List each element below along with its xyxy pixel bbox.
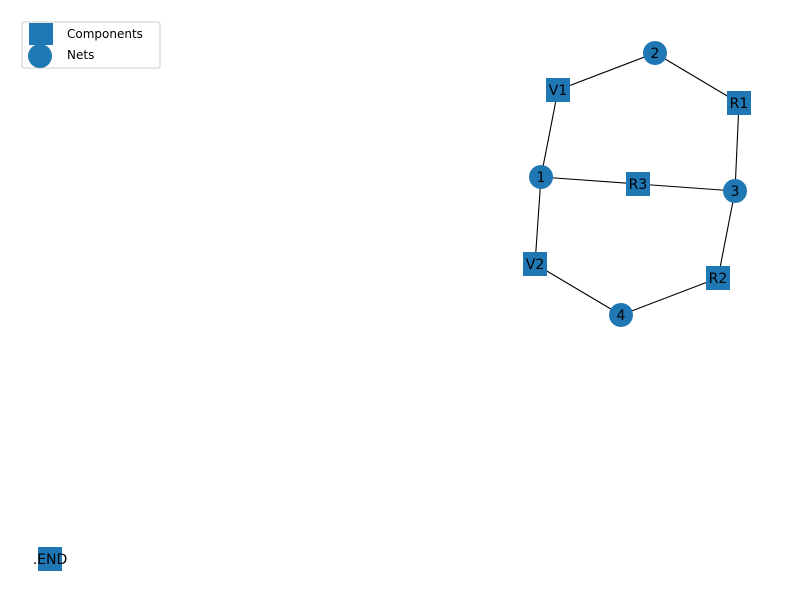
net-node-2 bbox=[643, 41, 667, 65]
net-node-3 bbox=[723, 179, 747, 203]
node-label-r1: R1 bbox=[730, 96, 749, 112]
node-label-1: 1 bbox=[537, 170, 546, 186]
node-label-r3: R3 bbox=[629, 177, 648, 193]
component-node-v2 bbox=[523, 252, 547, 276]
legend-square-marker bbox=[29, 23, 53, 45]
edge-2-R1 bbox=[654, 52, 740, 104]
legend-frame bbox=[21, 21, 161, 69]
node-label-v2: V2 bbox=[526, 257, 544, 273]
node-label-r2: R2 bbox=[709, 271, 728, 287]
node-label-end: .END bbox=[33, 552, 68, 568]
edge-1-R3 bbox=[540, 176, 639, 185]
node-label-v1: V1 bbox=[549, 83, 567, 99]
legend: Components Nets bbox=[21, 21, 161, 69]
edge-4-R2 bbox=[620, 277, 719, 316]
edge-R3-3 bbox=[637, 183, 736, 192]
net-node-1 bbox=[529, 165, 553, 189]
edges-layer bbox=[534, 52, 740, 316]
edge-3-R2 bbox=[717, 190, 736, 279]
node-label-2: 2 bbox=[651, 46, 660, 62]
edge-V2-4 bbox=[534, 263, 622, 316]
component-node-r1 bbox=[727, 91, 751, 115]
net-node-4 bbox=[609, 303, 633, 327]
edge-1-V2 bbox=[534, 176, 542, 265]
legend-circle-marker bbox=[28, 44, 52, 68]
component-node-r2 bbox=[706, 266, 730, 290]
legend-label-components: Components bbox=[67, 27, 143, 41]
component-node-end bbox=[38, 547, 62, 571]
node-label-3: 3 bbox=[731, 184, 740, 200]
edge-R1-3 bbox=[734, 102, 740, 192]
component-node-v1 bbox=[546, 78, 570, 102]
edge-V1-1 bbox=[540, 89, 559, 178]
node-label-4: 4 bbox=[617, 308, 626, 324]
edge-V1-2 bbox=[557, 52, 656, 91]
component-node-r3 bbox=[626, 172, 650, 196]
legend-label-nets: Nets bbox=[67, 48, 94, 62]
